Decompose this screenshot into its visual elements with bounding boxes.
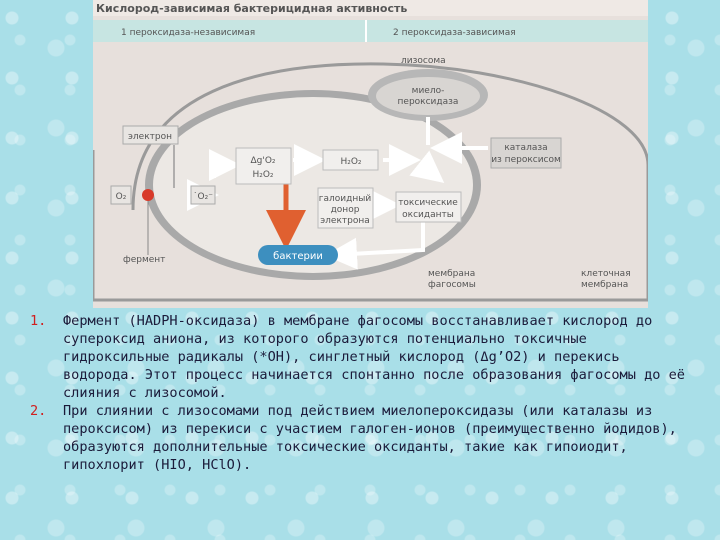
h2o2-main-label: H₂O₂ — [340, 157, 361, 167]
toxic-line1: токсические — [398, 198, 458, 208]
diagram-title: Кислород-зависимая бактерицидная активно… — [96, 2, 407, 15]
lysosome-label: лизосома — [401, 56, 446, 66]
bacteria — [258, 245, 338, 265]
section-peroxidase-dependent: 2 пероксидаза-зависимая — [393, 28, 516, 38]
cell-membrane-line — [93, 62, 648, 302]
h2o2-box-label: H₂O₂ — [252, 170, 273, 180]
myeloperoxidase-line1: миело- — [412, 86, 445, 96]
section-peroxidase-independent: 1 пероксидаза-независимая — [121, 28, 255, 38]
catalase-line2: из пероксисом — [491, 155, 561, 165]
phagosome-membrane-line1: мембрана — [428, 269, 475, 279]
donor-line1: галоидный — [319, 194, 372, 204]
donor-line3: электрона — [320, 216, 370, 226]
delta-o2-label: Δg'O₂ — [250, 156, 275, 166]
donor-line2: донор — [331, 205, 360, 215]
note-text: При слиянии с лизосомами под действием м… — [63, 403, 677, 473]
bacteria-label: бактерии — [273, 251, 323, 262]
note-item: 1. Фермент (HADPH-оксидаза) в мембране ф… — [30, 312, 700, 402]
notes-list: 1. Фермент (HADPH-оксидаза) в мембране ф… — [30, 312, 700, 474]
phagocytosis-diagram: Кислород-зависимая бактерицидная активно… — [93, 0, 648, 308]
note-item: 2. При слиянии с лизосомами под действие… — [30, 402, 700, 474]
note-number: 1. — [30, 313, 47, 329]
catalase-line1: каталаза — [504, 143, 547, 153]
cell-membrane-line2: мембрана — [581, 280, 628, 290]
electron-label: электрон — [128, 132, 172, 142]
note-number: 2. — [30, 403, 47, 419]
note-text: Фермент (HADPH-оксидаза) в мембране фаго… — [63, 313, 685, 401]
phagosome-membrane-line2: фагосомы — [428, 280, 476, 290]
enzyme-dot — [142, 189, 154, 201]
myeloperoxidase-line2: пероксидаза — [398, 97, 459, 107]
enzyme-label: фермент — [123, 255, 165, 265]
cell-membrane-line1: клеточная — [581, 269, 631, 279]
o2-label: O₂ — [116, 192, 127, 202]
superoxide-label: ˙O₂⁻ — [193, 192, 213, 202]
toxic-line2: оксиданты — [402, 210, 454, 220]
